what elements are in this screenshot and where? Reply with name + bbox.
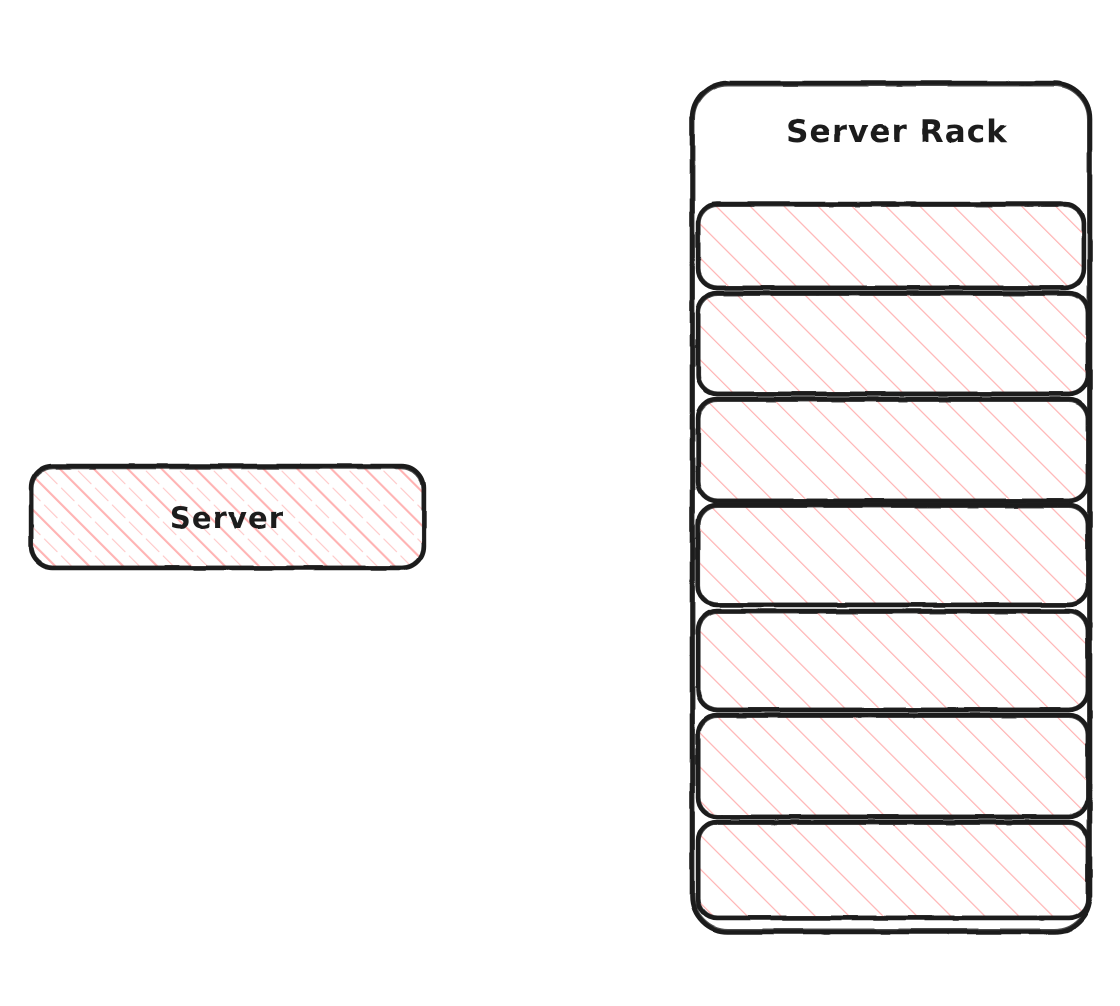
rack-slot-2[interactable] [695, 290, 1091, 397]
server-node-border [28, 463, 427, 571]
server-rack-border [689, 80, 1093, 935]
rack-slot-4-fill [700, 507, 1086, 603]
rack-slot-1-fill [700, 206, 1082, 286]
rack-slot-3[interactable] [695, 396, 1091, 504]
rack-slot-3-fill [700, 401, 1086, 499]
rack-slot-7-fill [700, 824, 1086, 916]
rack-slot-6-border [695, 712, 1091, 820]
rack-slot-5[interactable] [695, 608, 1091, 713]
rack-slot-3-border [695, 396, 1091, 504]
server-rack-border-pass2 [693, 84, 1089, 931]
server-node-label: Server [170, 501, 284, 535]
rack-slot-6[interactable] [695, 712, 1091, 820]
rack-slot-2-border [695, 290, 1091, 397]
rack-slot-1-border [695, 201, 1087, 291]
rack-slot-4[interactable] [695, 502, 1091, 608]
server-rack-container[interactable]: Server Rack [689, 80, 1093, 935]
rack-slot-1-border-pass2 [698, 205, 1084, 288]
rack-slot-6-fill [700, 717, 1086, 815]
server-node[interactable]: Server [28, 463, 427, 571]
rack-slot-5-fill [700, 613, 1086, 708]
rack-slot-2-fill [700, 295, 1086, 392]
rack-slot-6-border-pass2 [698, 716, 1088, 817]
rack-slot-4-border [695, 502, 1091, 608]
rack-slot-5-border-pass2 [698, 612, 1088, 710]
server-node-border-pass2 [31, 467, 424, 568]
rack-slot-7-border [695, 819, 1091, 921]
rack-slot-1[interactable] [695, 201, 1087, 291]
rack-slot-5-border [695, 608, 1091, 713]
server-rack-title: Server Rack [786, 114, 1008, 150]
rack-slot-7[interactable] [695, 819, 1091, 921]
rack-slot-7-border-pass2 [698, 823, 1088, 918]
server-node-fill [33, 468, 422, 566]
rack-slot-4-border-pass2 [698, 506, 1088, 605]
rack-slot-2-border-pass2 [698, 294, 1088, 394]
rack-slot-3-border-pass2 [698, 400, 1088, 501]
